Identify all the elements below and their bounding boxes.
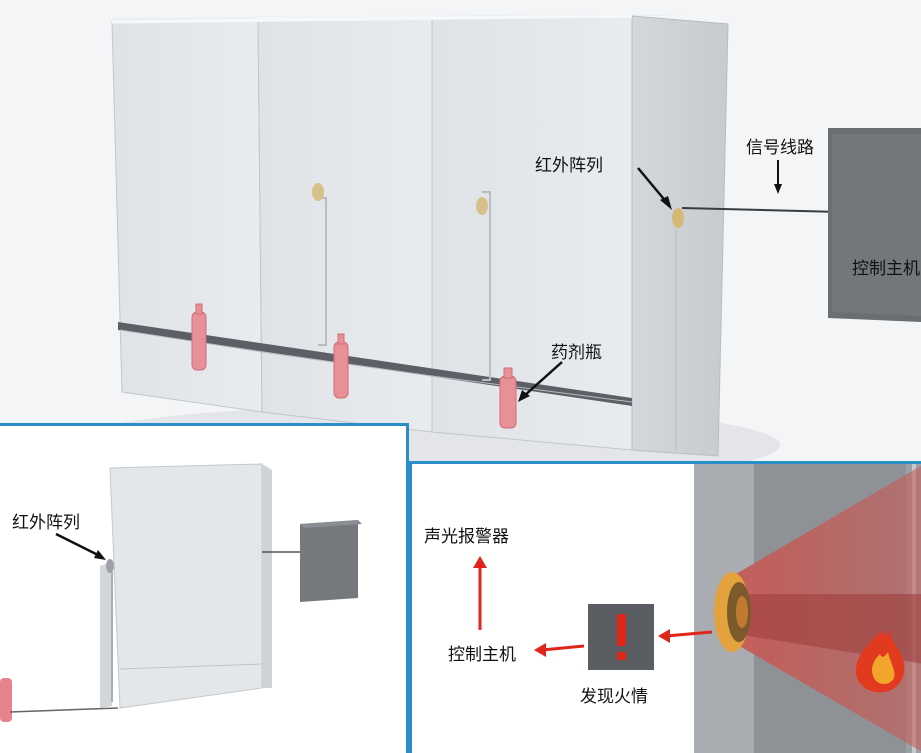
label-ir-array-main: 红外阵列	[535, 156, 603, 176]
cabinet-row	[111, 14, 729, 457]
label-control-host-main: 控制主机	[852, 259, 920, 279]
label-fire-detected: 发现火情	[580, 687, 648, 707]
label-alarm: 声光报警器	[424, 527, 509, 547]
label-agent-bottle: 药剂瓶	[551, 343, 602, 363]
cabinet-1	[111, 19, 263, 413]
inset-left-scene	[0, 463, 362, 722]
label-control-host-inset: 控制主机	[448, 645, 516, 665]
label-signal-line: 信号线路	[746, 138, 814, 158]
label-ir-array-inset: 红外阵列	[12, 513, 80, 533]
inset-right-scene	[473, 464, 921, 753]
exclamation-icon	[617, 614, 626, 646]
cabinet-side	[631, 15, 729, 457]
inset-control-box	[300, 520, 358, 602]
inset-cabinet	[109, 463, 263, 709]
inset-left-panel: 红外阵列	[0, 423, 409, 753]
agent-bottle	[191, 303, 517, 429]
fire-icon	[855, 630, 905, 693]
ir-sensor-icon	[672, 208, 684, 228]
inset-right-panel: 声光报警器 控制主机 发现火情	[409, 461, 921, 753]
signal-line	[681, 207, 841, 213]
